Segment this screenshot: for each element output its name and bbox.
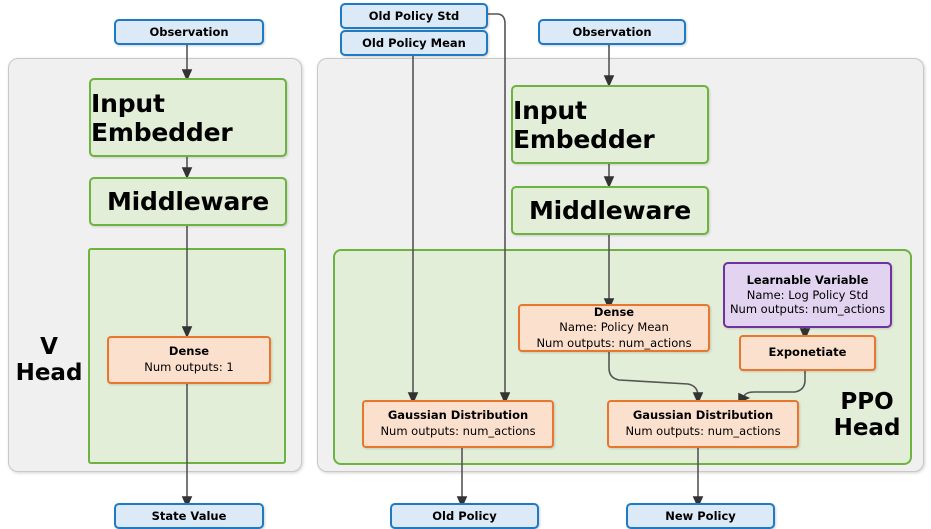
ppo-learnable-variable[interactable]: Learnable Variable Name: Log Policy Std … (723, 262, 892, 328)
ppo-gaussian-distribution-new[interactable]: Gaussian Distribution Num outputs: num_a… (607, 400, 799, 448)
v-head-dense[interactable]: Dense Num outputs: 1 (107, 336, 271, 384)
v-head-observation-input[interactable]: Observation (114, 19, 264, 45)
ppo-middleware-label: Middleware (528, 196, 691, 225)
ppo-old-policy-std-input[interactable]: Old Policy Std (340, 3, 488, 29)
v-head-input-embedder-label: Input Embedder (91, 88, 233, 147)
ppo-old-policy-output-label: Old Policy (432, 509, 497, 523)
ppo-gaussian-new-title: Gaussian Distribution (632, 408, 774, 423)
ppo-policy-mean-dense-name: Name: Policy Mean (559, 320, 669, 335)
ppo-old-policy-output[interactable]: Old Policy (390, 503, 539, 529)
ppo-head-caption-line1: PPO (840, 389, 894, 415)
ppo-policy-mean-dense[interactable]: Dense Name: Policy Mean Num outputs: num… (518, 304, 710, 352)
ppo-exponetiate-title: Exponetiate (768, 345, 847, 360)
ppo-policy-mean-dense-num-outputs: Num outputs: num_actions (536, 335, 692, 350)
ppo-learnable-variable-name: Name: Log Policy Std (746, 287, 869, 302)
v-head-caption-line2: Head (15, 359, 83, 386)
v-head-caption-line1: V (40, 334, 58, 360)
v-head-middleware-label: Middleware (106, 187, 269, 216)
ppo-exponetiate[interactable]: Exponetiate (739, 335, 876, 371)
ppo-input-embedder-label: Input Embedder (513, 95, 655, 154)
v-head-middleware[interactable]: Middleware (89, 177, 287, 226)
v-head-dense-title: Dense (168, 344, 210, 359)
ppo-new-policy-output[interactable]: New Policy (626, 503, 775, 529)
v-head-input-embedder[interactable]: Input Embedder (89, 78, 287, 157)
ppo-observation-input[interactable]: Observation (538, 19, 686, 45)
ppo-gaussian-new-num-outputs: Num outputs: num_actions (625, 424, 781, 438)
ppo-old-policy-mean-label: Old Policy Mean (362, 36, 466, 50)
ppo-gaussian-old-title: Gaussian Distribution (387, 408, 529, 423)
ppo-head-caption-line2: Head (833, 414, 901, 441)
v-head-observation-label: Observation (149, 25, 229, 39)
ppo-head-caption: PPO Head (822, 389, 912, 442)
ppo-gaussian-distribution-old[interactable]: Gaussian Distribution Num outputs: num_a… (362, 400, 554, 448)
ppo-observation-label: Observation (572, 25, 652, 39)
ppo-new-policy-output-label: New Policy (665, 509, 736, 523)
ppo-old-policy-mean-input[interactable]: Old Policy Mean (340, 30, 488, 56)
v-head-state-value-label: State Value (151, 509, 227, 523)
v-head-dense-num-outputs: Num outputs: 1 (144, 360, 234, 374)
ppo-input-embedder[interactable]: Input Embedder (511, 85, 709, 164)
ppo-learnable-variable-title: Learnable Variable (746, 272, 869, 287)
ppo-learnable-variable-num-outputs: Num outputs: num_actions (729, 302, 886, 317)
ppo-old-policy-std-label: Old Policy Std (368, 9, 460, 23)
v-head-state-value-output[interactable]: State Value (114, 503, 264, 529)
v-head-caption: V Head (14, 334, 84, 387)
ppo-gaussian-old-num-outputs: Num outputs: num_actions (380, 424, 536, 438)
ppo-policy-mean-dense-title: Dense (593, 304, 635, 319)
ppo-middleware[interactable]: Middleware (511, 186, 709, 235)
